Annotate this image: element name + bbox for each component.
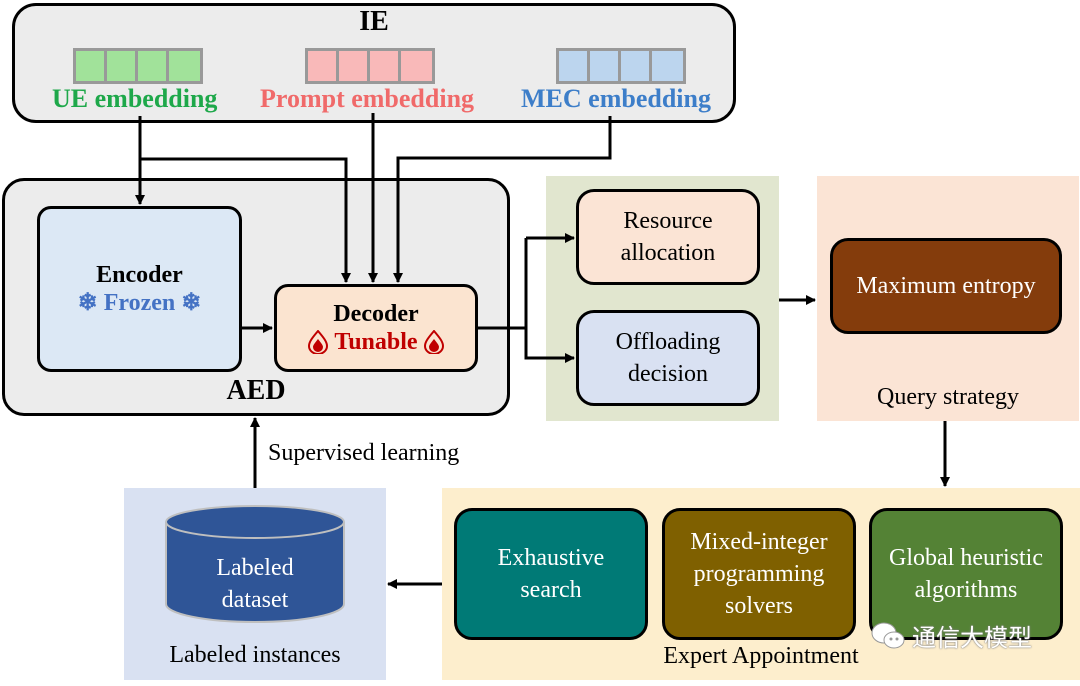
offload-label-line1: Offloading bbox=[615, 329, 721, 355]
offload-label-line2: decision bbox=[628, 361, 708, 387]
supervised-learning-label: Supervised learning bbox=[268, 440, 460, 466]
encoder-status: ❄ Frozen ❄ bbox=[78, 289, 202, 317]
method-line: programming bbox=[693, 561, 825, 587]
ue-embedding-vector bbox=[73, 48, 203, 84]
labeled-dataset-label: Labeled dataset bbox=[162, 552, 348, 616]
embedding-cell bbox=[308, 51, 339, 81]
decoder-title: Decoder bbox=[333, 301, 419, 327]
global-heuristic-block: Global heuristic algorithms bbox=[869, 508, 1063, 640]
flame-icon bbox=[308, 330, 329, 354]
decoder-status: Tunable bbox=[308, 328, 444, 356]
embedding-cell bbox=[401, 51, 432, 81]
dataset-label-line2: dataset bbox=[221, 587, 289, 613]
offloading-decision-block: Offloading decision bbox=[576, 310, 760, 406]
frozen-label: Frozen bbox=[103, 290, 176, 316]
expert-appointment-label: Expert Appointment bbox=[663, 643, 859, 669]
snowflake-icon: ❄ bbox=[77, 290, 98, 316]
exhaustive-search-block: Exhaustive search bbox=[454, 508, 648, 640]
aed-label: AED bbox=[226, 375, 286, 406]
embedding-cell bbox=[169, 51, 200, 81]
embedding-cell bbox=[339, 51, 370, 81]
dataset-label-line1: Labeled bbox=[216, 555, 294, 581]
database-icon bbox=[165, 505, 345, 623]
mec-embedding-label: MEC embedding bbox=[521, 84, 711, 113]
mec-embedding-vector bbox=[556, 48, 686, 84]
labeled-instances-label: Labeled instances bbox=[169, 642, 341, 668]
encoder-title: Encoder bbox=[96, 262, 183, 288]
ie-title: IE bbox=[359, 6, 389, 37]
maximum-entropy-block: Maximum entropy bbox=[830, 238, 1062, 334]
wechat-icon bbox=[871, 622, 905, 648]
prompt-embedding-vector bbox=[305, 48, 435, 84]
encoder-block: Encoder ❄ Frozen ❄ bbox=[37, 206, 242, 372]
mixed-integer-programming-block: Mixed-integer programming solvers bbox=[662, 508, 856, 640]
watermark-text: 通信大模型 bbox=[912, 624, 1032, 652]
method-line: Mixed-integer bbox=[690, 529, 828, 555]
query-strategy-label: Query strategy bbox=[877, 384, 1019, 410]
resource-label-line1: Resource bbox=[623, 208, 713, 234]
embedding-cell bbox=[590, 51, 621, 81]
method-line: solvers bbox=[725, 593, 793, 619]
tunable-label: Tunable bbox=[334, 329, 418, 355]
embedding-cell bbox=[76, 51, 107, 81]
embedding-cell bbox=[559, 51, 590, 81]
prompt-embedding-label: Prompt embedding bbox=[260, 84, 475, 113]
method-line: Exhaustive bbox=[497, 545, 605, 571]
decoder-block: Decoder Tunable bbox=[274, 284, 478, 372]
flame-icon bbox=[423, 330, 444, 354]
embedding-cell bbox=[107, 51, 138, 81]
embedding-cell bbox=[370, 51, 401, 81]
embedding-cell bbox=[652, 51, 683, 81]
method-line: Global heuristic bbox=[889, 545, 1043, 571]
resource-allocation-block: Resource allocation bbox=[576, 189, 760, 285]
method-line: search bbox=[520, 577, 582, 603]
snowflake-icon: ❄ bbox=[181, 290, 202, 316]
method-line: algorithms bbox=[914, 577, 1018, 603]
ue-embedding-label: UE embedding bbox=[52, 84, 218, 113]
embedding-cell bbox=[138, 51, 169, 81]
embedding-cell bbox=[621, 51, 652, 81]
watermark: 通信大模型 bbox=[870, 618, 1032, 653]
resource-label-line2: allocation bbox=[620, 240, 716, 266]
